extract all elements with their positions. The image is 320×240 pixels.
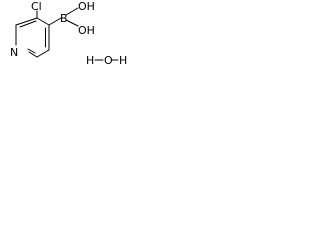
water-molecule: H O H (86, 54, 127, 67)
boron-label: B (60, 12, 68, 25)
chemical-structure: Cl N B OH OH H O H (10, 0, 127, 67)
bond-c2-c3 (15, 17, 38, 26)
double-bond-c6-n1 (27, 48, 36, 54)
bond-b-oh-lower (65, 19, 79, 27)
water-h-label: H (86, 54, 94, 67)
bond-b-oh-upper (65, 7, 79, 16)
hydroxyl-lower-label: OH (78, 24, 95, 37)
bond-c4-b (48, 17, 62, 26)
hydroxyl-upper-label: OH (78, 0, 95, 13)
chlorine-label: Cl (31, 0, 42, 13)
bond-c3-c4 (36, 17, 50, 26)
double-bond-c2-c3 (19, 20, 37, 28)
bond-c6-n1 (28, 51, 38, 58)
bond-c5-c6 (36, 49, 50, 58)
water-o-label: O (104, 54, 113, 67)
nitrogen-label: N (10, 46, 18, 59)
water-h2-label: H (119, 54, 127, 67)
pyridine-ring (15, 17, 50, 58)
